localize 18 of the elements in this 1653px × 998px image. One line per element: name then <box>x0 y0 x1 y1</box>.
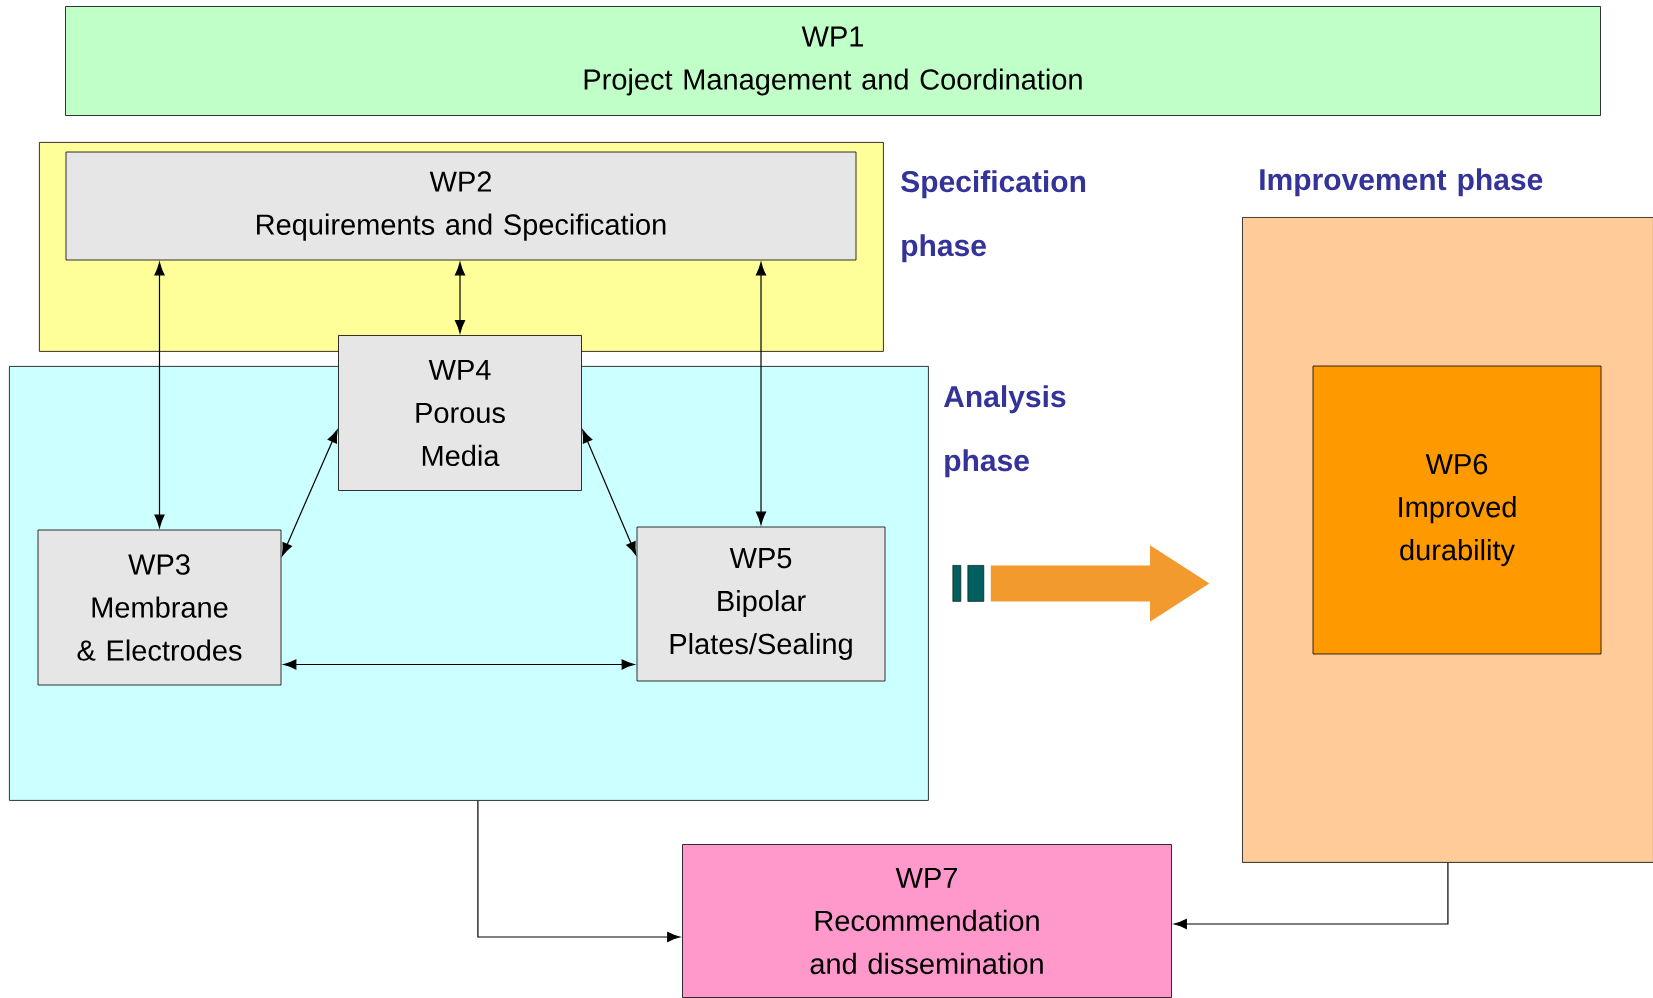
work-package-box: WP4 Porous Media <box>338 335 582 491</box>
work-package-box: WP1 Project Management and Coordination <box>65 6 1601 116</box>
arrow <box>454 262 466 334</box>
work-package-box: WP3 Membrane & Electrodes <box>37 529 282 686</box>
arrow <box>1173 862 1449 930</box>
work-package-box: WP6 Improved durability <box>1312 365 1602 655</box>
work-package-box: WP5 Bipolar Plates/Sealing <box>636 526 886 682</box>
node-label: Specification phase <box>901 170 1086 263</box>
node-label: Analysis phase <box>943 385 1066 478</box>
arrow <box>281 429 338 556</box>
arrow <box>582 429 637 555</box>
node-label: Improvement phase <box>1260 168 1543 197</box>
arrow <box>477 800 681 943</box>
arrow <box>154 262 165 528</box>
arrow <box>755 262 767 525</box>
work-package-box: WP7 Recommendation and dissemination <box>682 844 1172 998</box>
arrow <box>283 659 635 670</box>
work-package-box: WP2 Requirements and Specification <box>65 151 857 261</box>
